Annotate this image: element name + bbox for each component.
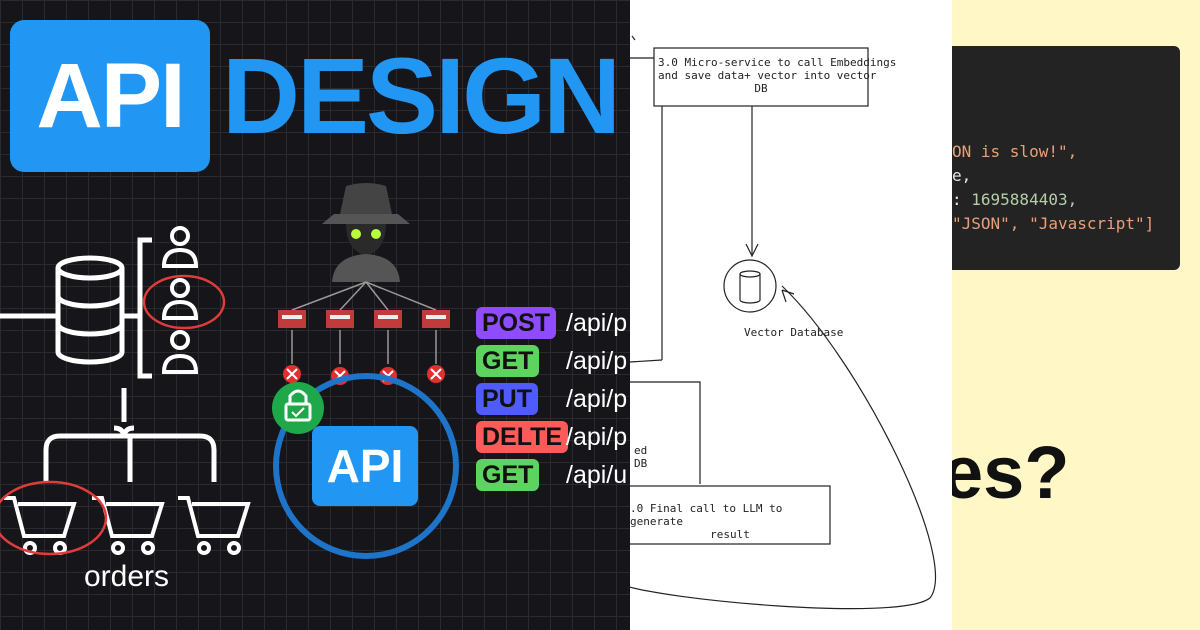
box-line: DB (754, 82, 768, 95)
code-key-tail: : (952, 190, 972, 209)
orders-label: orders (84, 560, 170, 593)
api-logo-text: API (36, 45, 185, 147)
api-logo-box: API (10, 20, 210, 172)
server-icon (278, 310, 450, 328)
order-tree (43, 388, 217, 482)
method-badge-delete: DELTE (476, 421, 569, 453)
box-line: result (710, 528, 750, 541)
box-line: .0 Final call to LLM to generate (630, 502, 783, 528)
design-title: DESIGN (222, 35, 621, 156)
box-line: and save data+ vector into vector (658, 69, 877, 82)
final-llm-step-box: .0 Final call to LLM to generate result (630, 502, 830, 541)
box-line: ed (634, 444, 648, 457)
box-line: 3.0 Micro-service to call Embeddings (658, 56, 897, 69)
api-gateway-label: API (326, 440, 404, 492)
method-verb: POST (482, 309, 551, 337)
code-line: "JSON", "Javascript"] (952, 214, 1155, 233)
code-number: 1695884403, (971, 190, 1078, 209)
embeddings-step-box: 3.0 Micro-service to call Embeddings and… (658, 56, 896, 95)
method-badge-post: POST (476, 307, 557, 339)
box-line: DB (634, 457, 648, 470)
vector-db-label: Vector Database (744, 326, 844, 339)
method-verb: GET (482, 347, 534, 375)
method-badge-get: GET (476, 459, 540, 491)
code-snippet: ON is slow!", e, : 1695884403, "JSON", "… (952, 46, 1180, 270)
endpoint-path: /api/p (566, 423, 628, 451)
endpoint-path: /api/u (566, 461, 628, 489)
code-line: : 1695884403, (952, 190, 1077, 209)
endpoint-path: /api/p (566, 385, 628, 413)
rag-sketch-panel: 3.0 Micro-service to call Embeddings and… (630, 0, 952, 630)
selected-user-highlight (142, 274, 226, 330)
architecture-illustration (0, 183, 459, 559)
method-verb: GET (482, 461, 534, 489)
code-line: e, (952, 166, 972, 185)
method-badge-get: GET (476, 345, 540, 377)
sketch-diagram (630, 35, 936, 610)
endpoint-path: /api/p (566, 309, 628, 337)
attack-lines (291, 281, 437, 364)
headline-text: es? (952, 431, 1070, 514)
partial-step-box: ed DB (634, 444, 647, 470)
user-icon (161, 226, 199, 374)
lock-icon (272, 382, 324, 434)
method-verb: PUT (482, 385, 532, 413)
method-badge-put: PUT (476, 383, 538, 415)
api-gateway-ring (273, 373, 459, 559)
api-gateway-box: API (312, 426, 418, 506)
database-icon (723, 259, 777, 313)
endpoint-path: /api/p (566, 347, 628, 375)
database-icon (0, 237, 152, 379)
method-verb: DELTE (482, 423, 563, 451)
hacker-icon (322, 183, 410, 282)
cart-icon (4, 496, 251, 555)
api-design-panel: API DESIGN (0, 0, 630, 630)
json-panel: ON is slow!", e, : 1695884403, "JSON", "… (952, 0, 1200, 630)
code-line: ON is slow!", (952, 142, 1078, 161)
selected-cart-highlight (0, 480, 108, 556)
